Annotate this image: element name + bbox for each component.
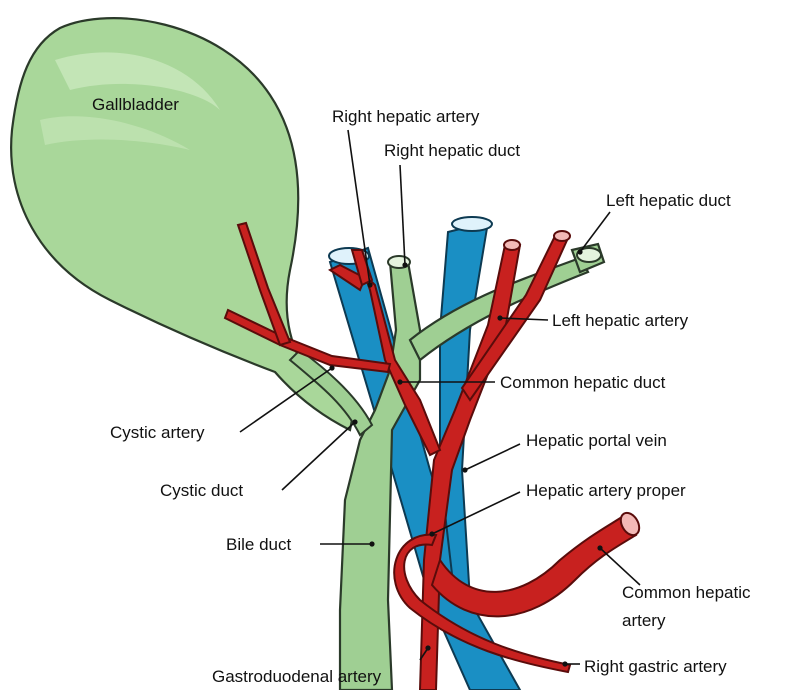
- label-hepatic-artery-proper: Hepatic artery proper: [526, 481, 686, 500]
- label-gallbladder: Gallbladder: [92, 95, 179, 114]
- label-bile-duct: Bile duct: [226, 535, 291, 554]
- label-gastroduodenal-artery: Gastroduodenal artery: [212, 667, 382, 686]
- label-common-hepatic-duct: Common hepatic duct: [500, 373, 666, 392]
- label-left-hepatic-artery: Left hepatic artery: [552, 311, 689, 330]
- label-cystic-duct: Cystic duct: [160, 481, 243, 500]
- label-cystic-artery: Cystic artery: [110, 423, 205, 442]
- label-common-hepatic-artery-line1: Common hepatic: [622, 583, 751, 602]
- label-left-hepatic-duct: Left hepatic duct: [606, 191, 731, 210]
- label-right-gastric-artery: Right gastric artery: [584, 657, 727, 676]
- label-right-hepatic-duct: Right hepatic duct: [384, 141, 520, 160]
- label-common-hepatic-artery-line2: artery: [622, 611, 666, 630]
- label-hepatic-portal-vein: Hepatic portal vein: [526, 431, 667, 450]
- label-right-hepatic-artery: Right hepatic artery: [332, 107, 480, 126]
